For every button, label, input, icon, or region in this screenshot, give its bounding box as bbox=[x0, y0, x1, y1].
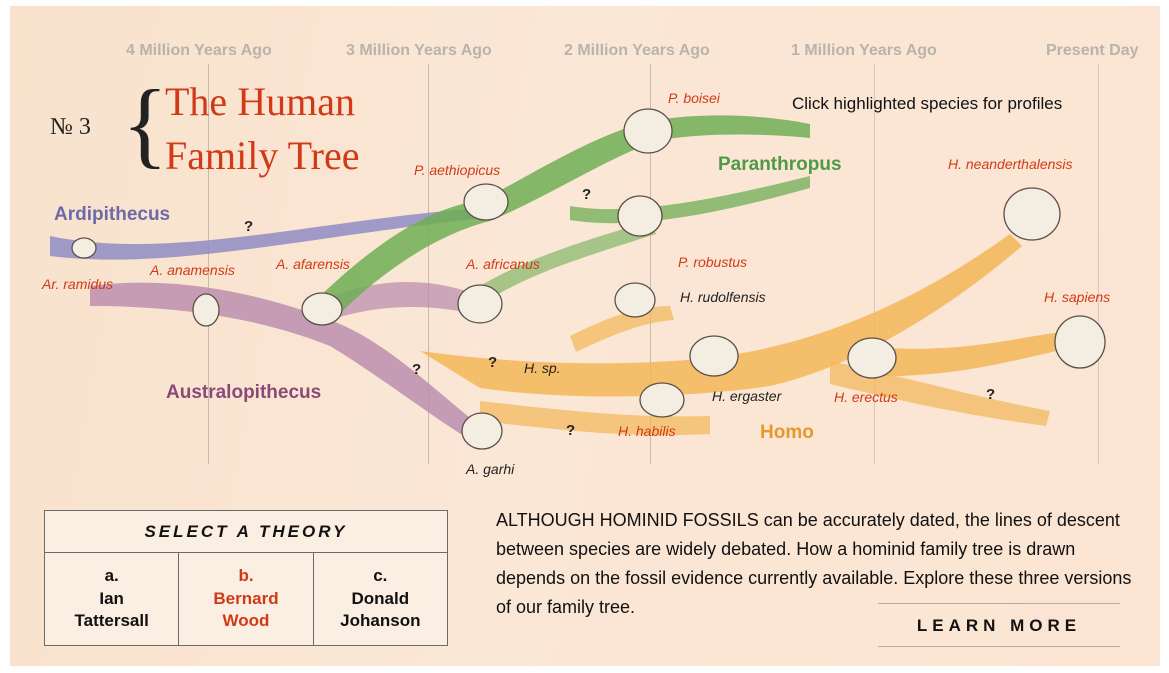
learn-more-divider bbox=[878, 603, 1120, 604]
brace-icon: { bbox=[122, 76, 168, 172]
page-title-line1: The Human bbox=[165, 82, 355, 122]
unknown-link-marker: ? bbox=[412, 361, 421, 378]
skull-icon bbox=[462, 413, 502, 449]
unknown-link-marker: ? bbox=[566, 422, 575, 439]
theory-option-name-last: Johanson bbox=[340, 610, 420, 633]
theory-selector-header: SELECT A THEORY bbox=[45, 511, 447, 553]
species-link-h-habilis[interactable]: H. habilis bbox=[618, 423, 676, 439]
species-link-a-africanus[interactable]: A. africanus bbox=[466, 256, 540, 272]
unknown-link-marker: ? bbox=[986, 386, 995, 403]
skull-icon bbox=[615, 283, 655, 317]
species-link-p-boisei[interactable]: P. boisei bbox=[668, 90, 720, 106]
paranthropus-branch-robustus bbox=[570, 176, 810, 223]
genus-label-ardipithecus: Ardipithecus bbox=[54, 204, 170, 226]
species-link-p-robustus[interactable]: P. robustus bbox=[678, 254, 747, 270]
description-paragraph: ALTHOUGH HOMINID FOSSILS can be accurate… bbox=[496, 506, 1136, 622]
learn-more-divider bbox=[878, 646, 1120, 647]
skull-icon bbox=[618, 196, 662, 236]
learn-more-button[interactable]: LEARN MORE bbox=[878, 610, 1120, 642]
genus-label-paranthropus: Paranthropus bbox=[718, 154, 842, 176]
genus-label-homo: Homo bbox=[760, 422, 814, 444]
skull-icon bbox=[302, 293, 342, 325]
theory-option-name-first: Ian bbox=[99, 588, 124, 611]
theory-option-name-last: Tattersall bbox=[75, 610, 149, 633]
unknown-link-marker: ? bbox=[582, 186, 591, 203]
skull-icon bbox=[464, 184, 508, 220]
skull-icon bbox=[193, 294, 219, 326]
theory-option-johanson[interactable]: c. Donald Johanson bbox=[314, 553, 447, 645]
instruction-text: Click highlighted species for profiles bbox=[792, 94, 1062, 114]
species-link-h-erectus[interactable]: H. erectus bbox=[834, 389, 898, 405]
species-label-h-sp: H. sp. bbox=[524, 360, 561, 376]
hominid-tree-panel: 4 Million Years Ago 3 Million Years Ago … bbox=[10, 6, 1160, 666]
species-link-ar-ramidus[interactable]: Ar. ramidus bbox=[42, 276, 113, 292]
theory-selector: SELECT A THEORY a. Ian Tattersall b. Ber… bbox=[44, 510, 448, 646]
skull-icon bbox=[624, 109, 672, 153]
skull-icon bbox=[640, 383, 684, 417]
skull-icon bbox=[458, 285, 502, 323]
skull-icon bbox=[1055, 316, 1105, 368]
skull-icon bbox=[1004, 188, 1060, 240]
theory-option-wood[interactable]: b. Bernard Wood bbox=[179, 553, 313, 645]
unknown-link-marker: ? bbox=[488, 354, 497, 371]
family-tree-branches bbox=[10, 6, 1160, 486]
theory-option-name-last: Wood bbox=[223, 610, 270, 633]
unknown-link-marker: ? bbox=[244, 218, 253, 235]
species-label-h-ergaster: H. ergaster bbox=[712, 388, 781, 404]
species-link-a-afarensis[interactable]: A. afarensis bbox=[276, 256, 350, 272]
theory-option-letter: a. bbox=[105, 565, 119, 588]
page-title-line2: Family Tree bbox=[165, 136, 359, 176]
species-link-p-aethiopicus[interactable]: P. aethiopicus bbox=[414, 162, 500, 178]
tree-number: № 3 bbox=[50, 114, 91, 141]
species-link-h-neanderthalensis[interactable]: H. neanderthalensis bbox=[948, 156, 1073, 172]
species-label-h-rudolfensis: H. rudolfensis bbox=[680, 289, 766, 305]
theory-option-name-first: Bernard bbox=[213, 588, 278, 611]
theory-option-letter: b. bbox=[238, 565, 253, 588]
species-link-h-sapiens[interactable]: H. sapiens bbox=[1044, 289, 1110, 305]
skull-icon bbox=[72, 238, 96, 258]
australopithecus-branch bbox=[90, 283, 480, 446]
skull-icon bbox=[690, 336, 738, 376]
species-label-a-garhi: A. garhi bbox=[466, 461, 514, 477]
theory-option-tattersall[interactable]: a. Ian Tattersall bbox=[45, 553, 179, 645]
species-link-a-anamensis[interactable]: A. anamensis bbox=[150, 262, 235, 278]
skull-icon bbox=[848, 338, 896, 378]
theory-option-letter: c. bbox=[373, 565, 387, 588]
theory-option-name-first: Donald bbox=[352, 588, 410, 611]
genus-label-australopithecus: Australopithecus bbox=[166, 382, 321, 404]
